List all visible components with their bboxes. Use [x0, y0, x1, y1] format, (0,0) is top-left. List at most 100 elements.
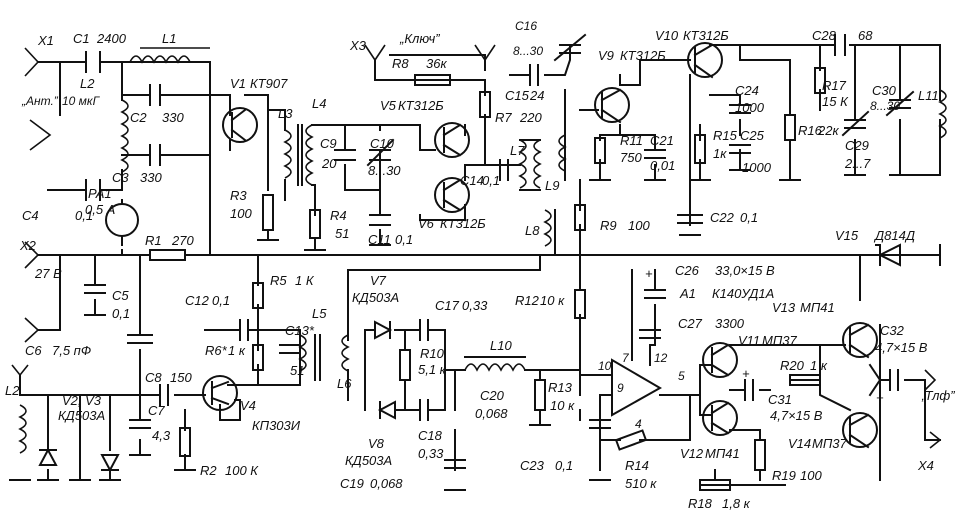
label-c9-value: 20 [321, 156, 337, 171]
label-x4: X4 [917, 458, 934, 473]
inductor-l9 [558, 134, 567, 172]
label-c3-value: 330 [140, 170, 162, 185]
label-opamp-pin7: 7 [622, 351, 630, 365]
label-v6: V6 [418, 216, 435, 231]
label-r15: R15 [713, 128, 738, 143]
capacitor-c8 [127, 334, 153, 344]
label-r2-value: 100 К [225, 463, 259, 478]
diode-v3 [100, 454, 120, 473]
key-x3-right [474, 44, 496, 62]
inductor-l8 [543, 209, 552, 247]
label-v5: V5 [380, 98, 397, 113]
label-r19-value: 100 [800, 468, 822, 483]
antenna-lower [11, 364, 29, 377]
capacitor-c7 [129, 419, 151, 429]
label-r3: R3 [230, 188, 247, 203]
label-tlf: „Тлф” [921, 388, 955, 403]
label-c1-value: 2400 [96, 31, 127, 46]
label-v1: V1 [230, 76, 246, 91]
fet-v4 [202, 375, 238, 411]
label-a1: A1 [679, 286, 696, 301]
capacitor-c13 [279, 344, 301, 354]
label-l6: L6 [337, 376, 352, 391]
terminal-x2 [24, 241, 40, 269]
label-c15-value: 24 [529, 88, 544, 103]
label-r4: R4 [330, 208, 347, 223]
label-r9-value: 100 [628, 218, 650, 233]
capacitor-c25 [729, 144, 751, 154]
label-l2-top: L2 [80, 76, 95, 91]
label-c29-value: 2...7 [844, 156, 871, 171]
label-r20: R20 [780, 358, 805, 373]
transistor-v1 [222, 107, 258, 143]
antenna-x1-terminal [24, 47, 40, 77]
label-v12: V12 [680, 446, 704, 461]
label-c13-value: 51 [290, 363, 304, 378]
label-c21: C21 [650, 133, 674, 148]
label-c21-value: 0,01 [650, 158, 675, 173]
label-r8-value: 36к [426, 56, 447, 71]
resistor-r1 [149, 249, 186, 261]
label-c32: C32 [880, 323, 905, 338]
label-c10-value: 8...30 [368, 163, 401, 178]
resistor-r13 [534, 379, 546, 411]
label-c32-value: 4,7×15 В [875, 340, 928, 355]
resistor-r9 [574, 204, 586, 231]
label-c4: C4 [22, 208, 39, 223]
label-c24-value: 1000 [735, 100, 765, 115]
inductor-l2-lower [18, 404, 27, 454]
label-c25: C25 [740, 128, 765, 143]
label-v14-type: МП37 [812, 436, 847, 451]
capacitor-c22 [677, 214, 703, 224]
inductor-l7 [518, 139, 527, 189]
label-c24: C24 [735, 83, 759, 98]
label-l10: L10 [490, 338, 512, 353]
label-c16-value: 8...30 [513, 44, 543, 58]
label-v8: V8 [368, 436, 385, 451]
label-x1: X1 [37, 33, 54, 48]
label-c10: C10 [370, 136, 395, 151]
trimmer-c16 [553, 33, 587, 62]
label-c7: C7 [148, 403, 165, 418]
label-c7-value: 4,3 [152, 428, 171, 443]
inductor-l6 [341, 334, 350, 372]
label-r18: R18 [688, 496, 713, 511]
label-r16-value: 22к [817, 123, 839, 138]
label-c5: C5 [112, 288, 129, 303]
label-c27-value: 3300 [715, 316, 745, 331]
resistor-r7 [479, 91, 491, 118]
label-v7: V7 [370, 273, 387, 288]
resistor-r4 [309, 209, 321, 239]
label-c13: C13* [285, 323, 315, 338]
label-pa1: PA1 [88, 186, 112, 201]
resistor-r6 [252, 344, 264, 371]
label-r8: R8 [392, 56, 409, 71]
transistor-v14 [842, 412, 878, 448]
label-r14: R14 [625, 458, 649, 473]
label-v6-type: КТ312Б [440, 216, 486, 231]
label-r15-value: 1к [713, 146, 727, 161]
label-c2-value: 330 [162, 110, 184, 125]
label-v8-type: КД503А [345, 453, 392, 468]
label-c20: C20 [480, 388, 505, 403]
label-v13: V13 [772, 300, 796, 315]
diode-v2 [38, 447, 58, 466]
label-c31: C31 [768, 392, 792, 407]
label-c30: C30 [872, 83, 897, 98]
label-l8: L8 [525, 223, 540, 238]
label-v11: V11 [738, 333, 760, 348]
label-r3-value: 100 [230, 206, 252, 221]
label-r18-value: 1,8 к [722, 496, 751, 511]
label-c6-value: 7,5 пФ [52, 343, 91, 358]
label-c15: C15 [505, 88, 530, 103]
terminal-x4-bottom [929, 431, 942, 449]
capacitor-c18 [419, 399, 429, 421]
label-r20-value: 1 к [810, 358, 828, 373]
label-opamp-pin4: 4 [635, 417, 642, 431]
resistor-r20 [789, 374, 821, 386]
label-l11: L11 [918, 88, 939, 103]
capacitor-c6 [159, 384, 169, 406]
inductor-l11 [938, 89, 947, 139]
label-r7-value: 220 [519, 110, 542, 125]
label-v10: V10 [655, 28, 679, 43]
